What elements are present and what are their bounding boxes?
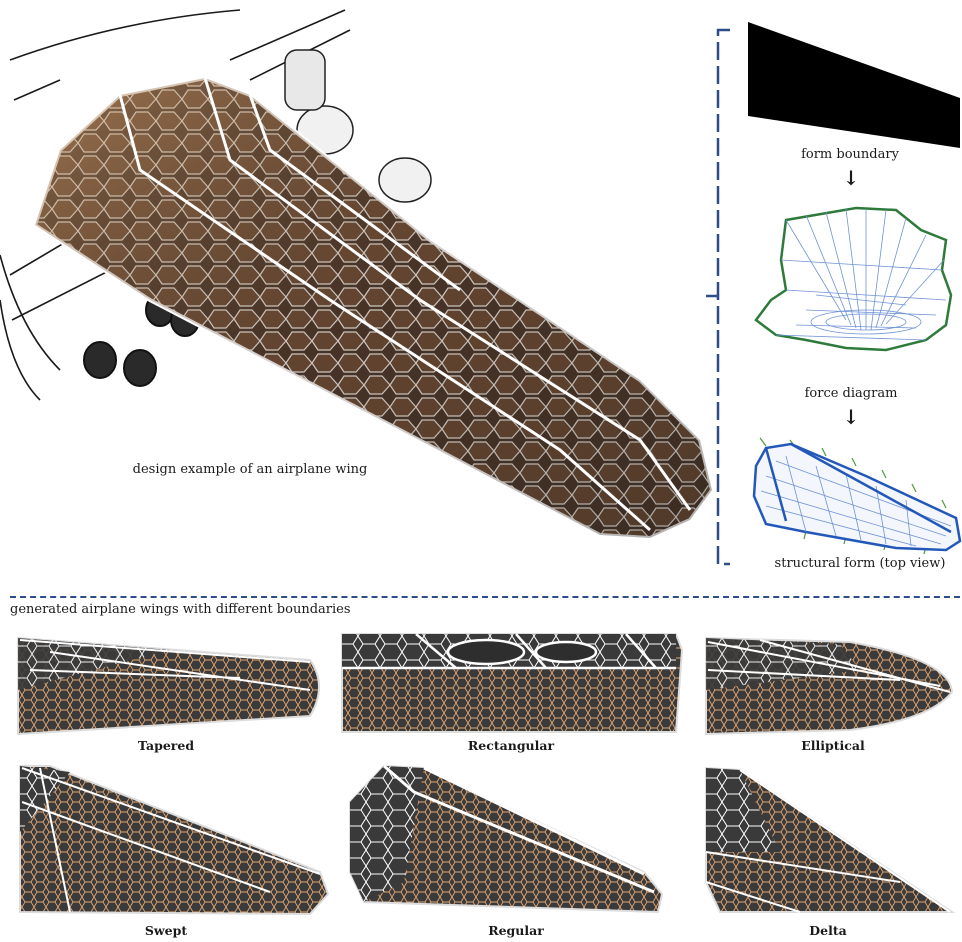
wing-delta bbox=[700, 762, 960, 922]
wing-rectangular bbox=[336, 628, 686, 736]
section-title: generated airplane wings with different … bbox=[10, 602, 351, 617]
down-arrow-icon: ↓ bbox=[836, 405, 866, 429]
wing-swept bbox=[10, 762, 332, 922]
down-arrow-icon: ↓ bbox=[836, 166, 866, 190]
wing-tapered-label: Tapered bbox=[16, 738, 316, 753]
form-boundary-shape bbox=[746, 20, 962, 150]
wing-elliptical-label: Elliptical bbox=[683, 738, 962, 753]
form-boundary-label: form boundary bbox=[780, 147, 920, 162]
wing-tapered bbox=[10, 630, 330, 736]
force-diagram-label: force diagram bbox=[776, 386, 926, 401]
wing-swept-label: Swept bbox=[16, 923, 316, 938]
pipeline-bracket bbox=[706, 28, 736, 568]
wing-elliptical bbox=[700, 630, 958, 736]
design-example-caption: design example of an airplane wing bbox=[120, 462, 380, 477]
structural-form-graphic bbox=[746, 436, 962, 556]
force-diagram-graphic bbox=[746, 200, 962, 380]
wing-delta-label: Delta bbox=[678, 923, 962, 938]
wing-rectangular-label: Rectangular bbox=[361, 738, 661, 753]
section-divider bbox=[10, 596, 960, 598]
wing-regular-label: Regular bbox=[366, 923, 666, 938]
structural-form-label: structural form (top view) bbox=[760, 556, 960, 571]
wing-regular bbox=[344, 762, 674, 922]
